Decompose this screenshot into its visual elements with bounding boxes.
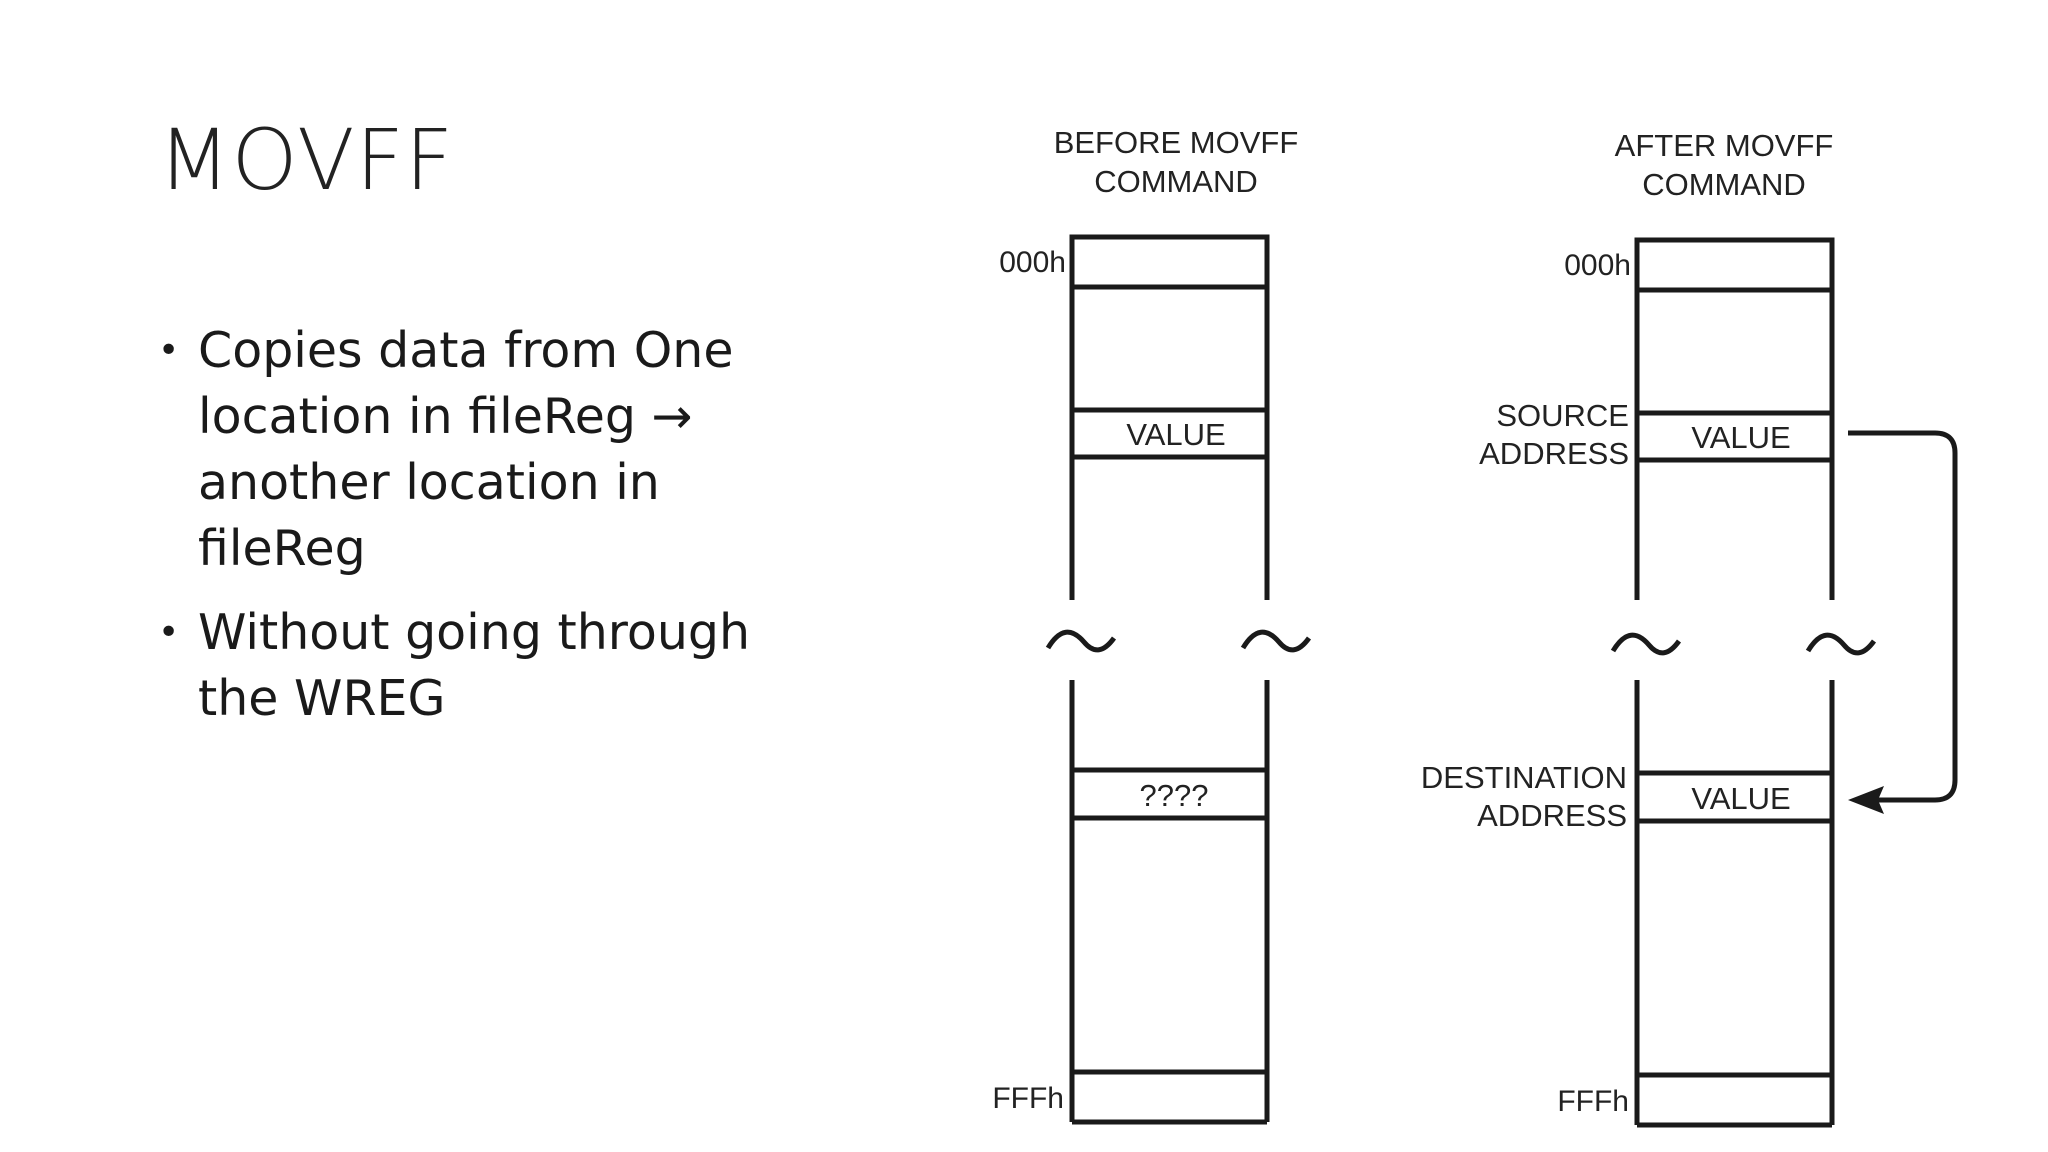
before-memory-column — [1045, 234, 1312, 1125]
bullet-text: Copies data from One location in fileReg… — [198, 322, 734, 577]
after-right-break-tilde — [1805, 632, 1877, 656]
after-destination-label-line2: ADDRESS — [1477, 798, 1627, 833]
copy-arrowhead-icon — [1848, 786, 1884, 814]
after-bottom-address: FFFh — [1557, 1085, 1629, 1118]
after-destination-label-line1: DESTINATION — [1421, 760, 1627, 795]
before-header-line2: COMMAND — [1094, 164, 1258, 199]
after-top-address: 000h — [1564, 249, 1631, 282]
copy-arrow-icon — [1848, 430, 1958, 803]
before-destination-cell-value: ???? — [1140, 778, 1209, 813]
before-source-cell-value: VALUE — [1126, 417, 1225, 452]
bullet-item: • Copies data from One location in fileR… — [158, 318, 818, 582]
slide-title: MOVFF — [158, 111, 455, 209]
bullet-dot: • — [158, 330, 180, 371]
after-source-label-line2: ADDRESS — [1479, 436, 1629, 471]
after-memory-column — [1610, 237, 1958, 1128]
before-bottom-address: FFFh — [992, 1082, 1064, 1115]
after-left-break-tilde — [1610, 632, 1682, 656]
after-header-line1: AFTER MOVFF — [1615, 128, 1834, 163]
bullet-dot: • — [158, 612, 180, 653]
bullet-list: • Copies data from One location in fileR… — [158, 318, 818, 750]
after-header-line2: COMMAND — [1642, 167, 1806, 202]
bullet-text: Without going through the WREG — [198, 604, 751, 727]
after-source-label-line1: SOURCE — [1496, 398, 1629, 433]
before-header-line1: BEFORE MOVFF — [1054, 125, 1299, 160]
before-right-break-tilde — [1240, 629, 1312, 653]
bullet-item: • Without going through the WREG — [158, 600, 818, 732]
before-left-break-tilde — [1045, 629, 1117, 653]
before-top-address: 000h — [999, 246, 1066, 279]
after-destination-cell-value: VALUE — [1691, 781, 1790, 816]
before-top-cell — [1069, 234, 1270, 290]
diagram-labels: BEFORE MOVFF COMMAND AFTER MOVFF COMMAND… — [992, 125, 1833, 1118]
after-source-cell-value: VALUE — [1691, 420, 1790, 455]
after-top-cell — [1634, 237, 1835, 293]
